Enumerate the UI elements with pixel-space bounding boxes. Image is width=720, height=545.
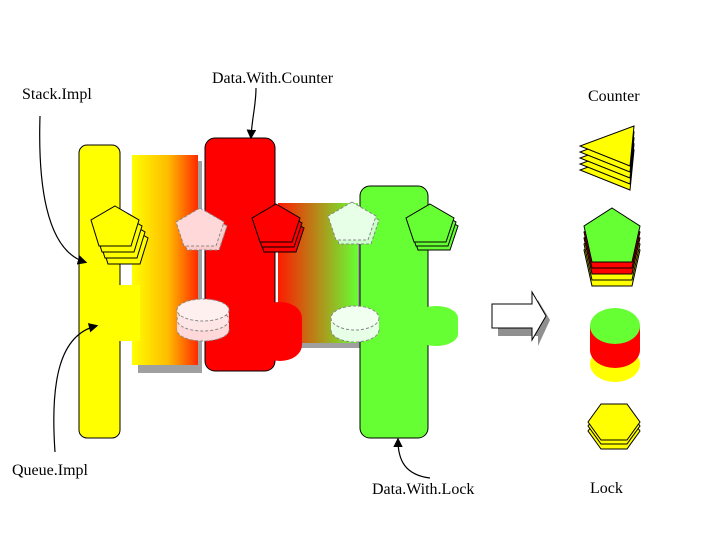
stack-impl-pointer: [39, 115, 88, 265]
label-data-with-counter: Data.With.Counter: [212, 70, 334, 87]
data-with-lock-pointer: [393, 437, 431, 479]
counter-triangle-stack: [578, 125, 635, 191]
pointer-arrows: [39, 87, 431, 479]
pentagon-stack-yellow-red-green: [583, 207, 641, 287]
label-queue-impl: Queue.Impl: [12, 462, 88, 479]
cylinder-stack-yellow-red-green: [590, 308, 640, 382]
queue-impl-pointer: [53, 323, 99, 453]
gradient-panel-yellow-red: [132, 155, 202, 373]
label-data-with-lock: Data.With.Lock: [372, 481, 475, 498]
lock-hexagon-stack: [587, 403, 641, 450]
label-lock: Lock: [590, 480, 623, 497]
label-stack-impl: Stack.Impl: [22, 86, 92, 103]
right-arrow-icon: [491, 290, 550, 346]
red-counter-bar: [175, 137, 305, 372]
green-lock-bar: [327, 185, 459, 439]
label-counter: Counter: [588, 88, 640, 105]
data-with-counter-pointer: [246, 87, 257, 140]
yellow-impl-bar: [78, 144, 149, 439]
